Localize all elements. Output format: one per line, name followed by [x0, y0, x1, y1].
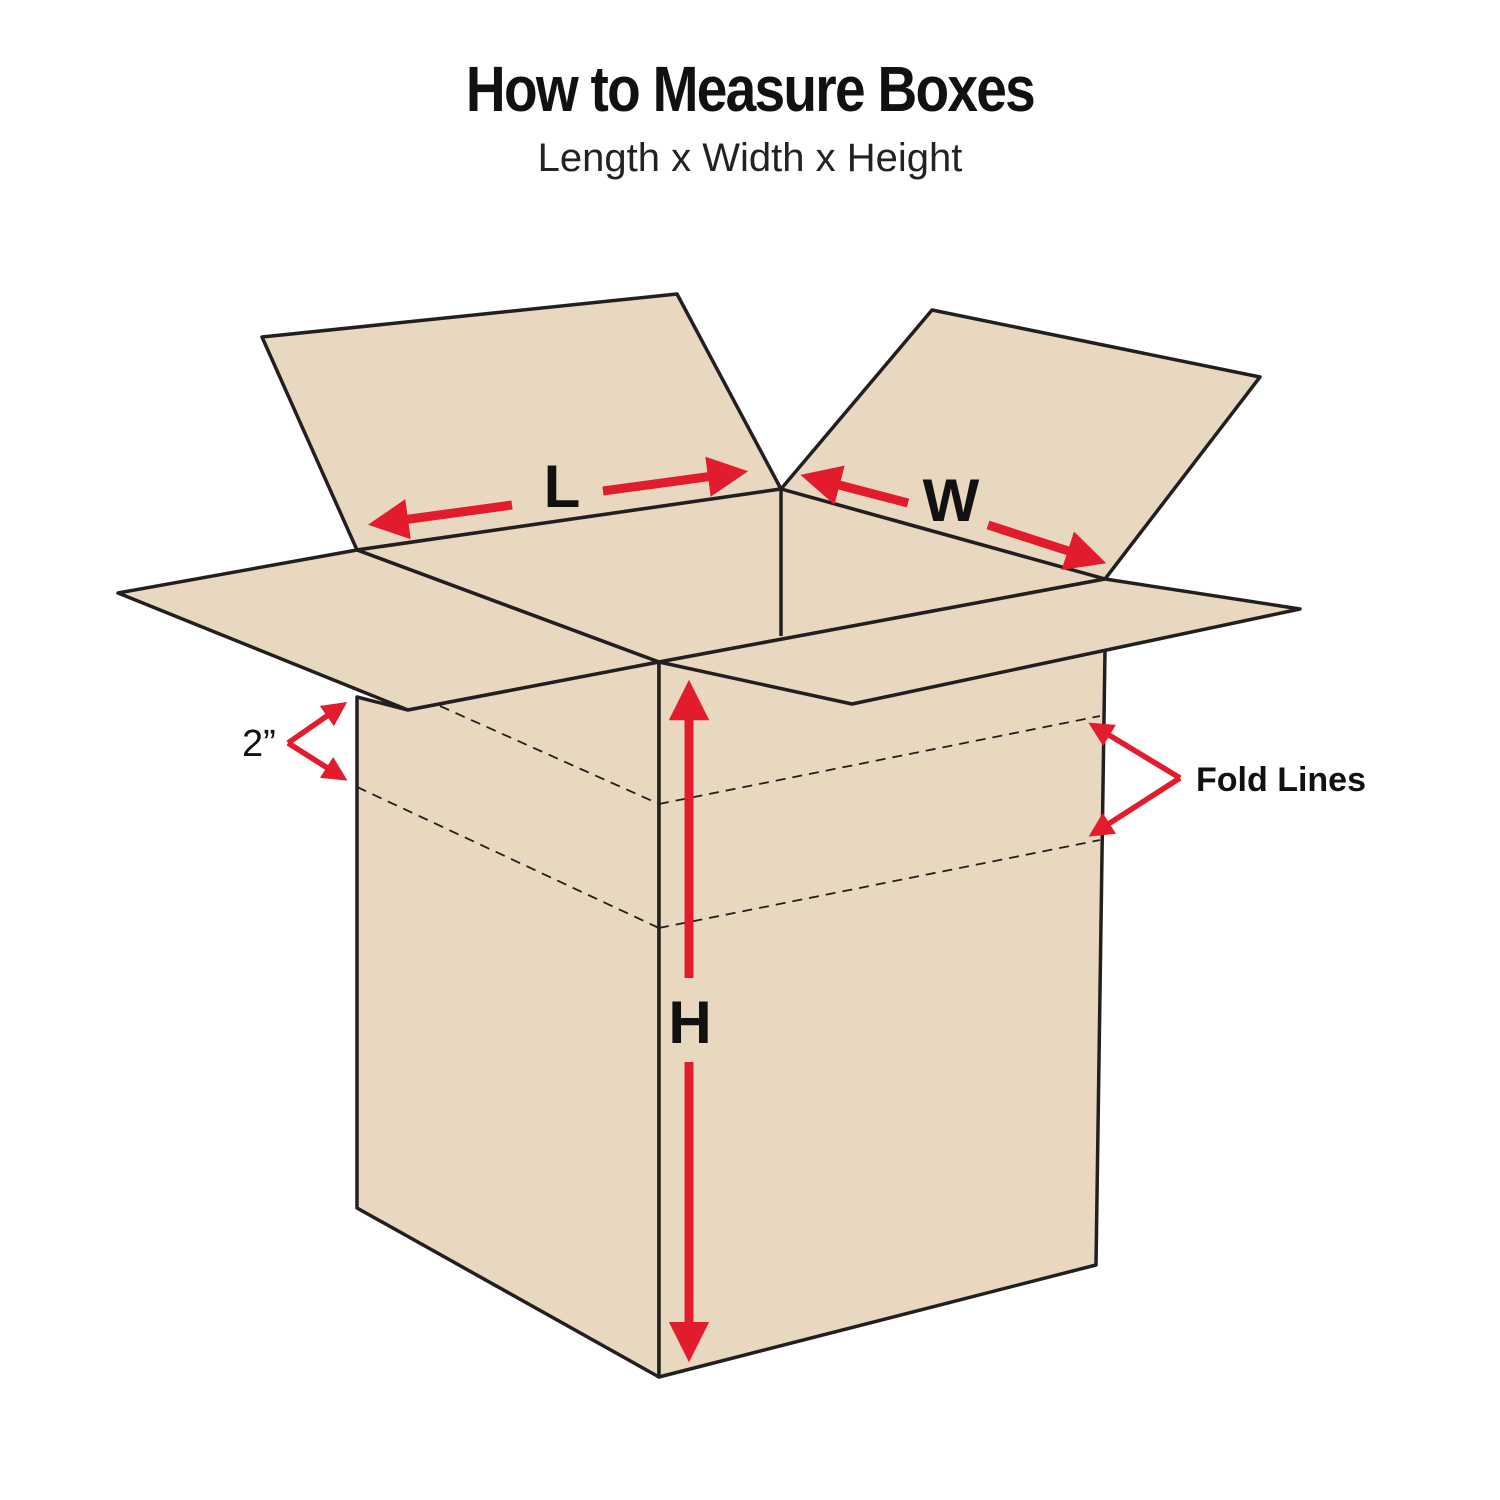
- width-arrow-left: [800, 465, 910, 508]
- fold-line-lower-left: [356, 786, 660, 929]
- fold-line-lower-right: [658, 839, 1101, 929]
- fold-lines-label: Fold Lines: [1196, 761, 1366, 799]
- flap-depth-bracket-bottom: [286, 740, 348, 781]
- page-subtitle: Length x Width x Height: [537, 136, 963, 180]
- flap-depth-label: 2”: [242, 723, 276, 765]
- fold-lines-bracket-top: [1088, 722, 1182, 781]
- length-arrow-right: [602, 456, 749, 497]
- front-right-flap: [657, 577, 1302, 706]
- fold-line-upper-left: [439, 705, 660, 805]
- fold-line-upper-right: [658, 715, 1101, 805]
- width-arrow-right: [986, 520, 1107, 571]
- height-label: H: [668, 989, 711, 1056]
- length-arrow-left: [367, 499, 513, 540]
- length-label: L: [544, 453, 581, 520]
- flap-depth-bracket-top: [286, 701, 348, 746]
- fold-lines-bracket-bottom: [1088, 775, 1182, 837]
- width-label: W: [923, 467, 980, 534]
- left-wall: [355, 660, 661, 1379]
- page-title: How to Measure Boxes: [465, 53, 1036, 125]
